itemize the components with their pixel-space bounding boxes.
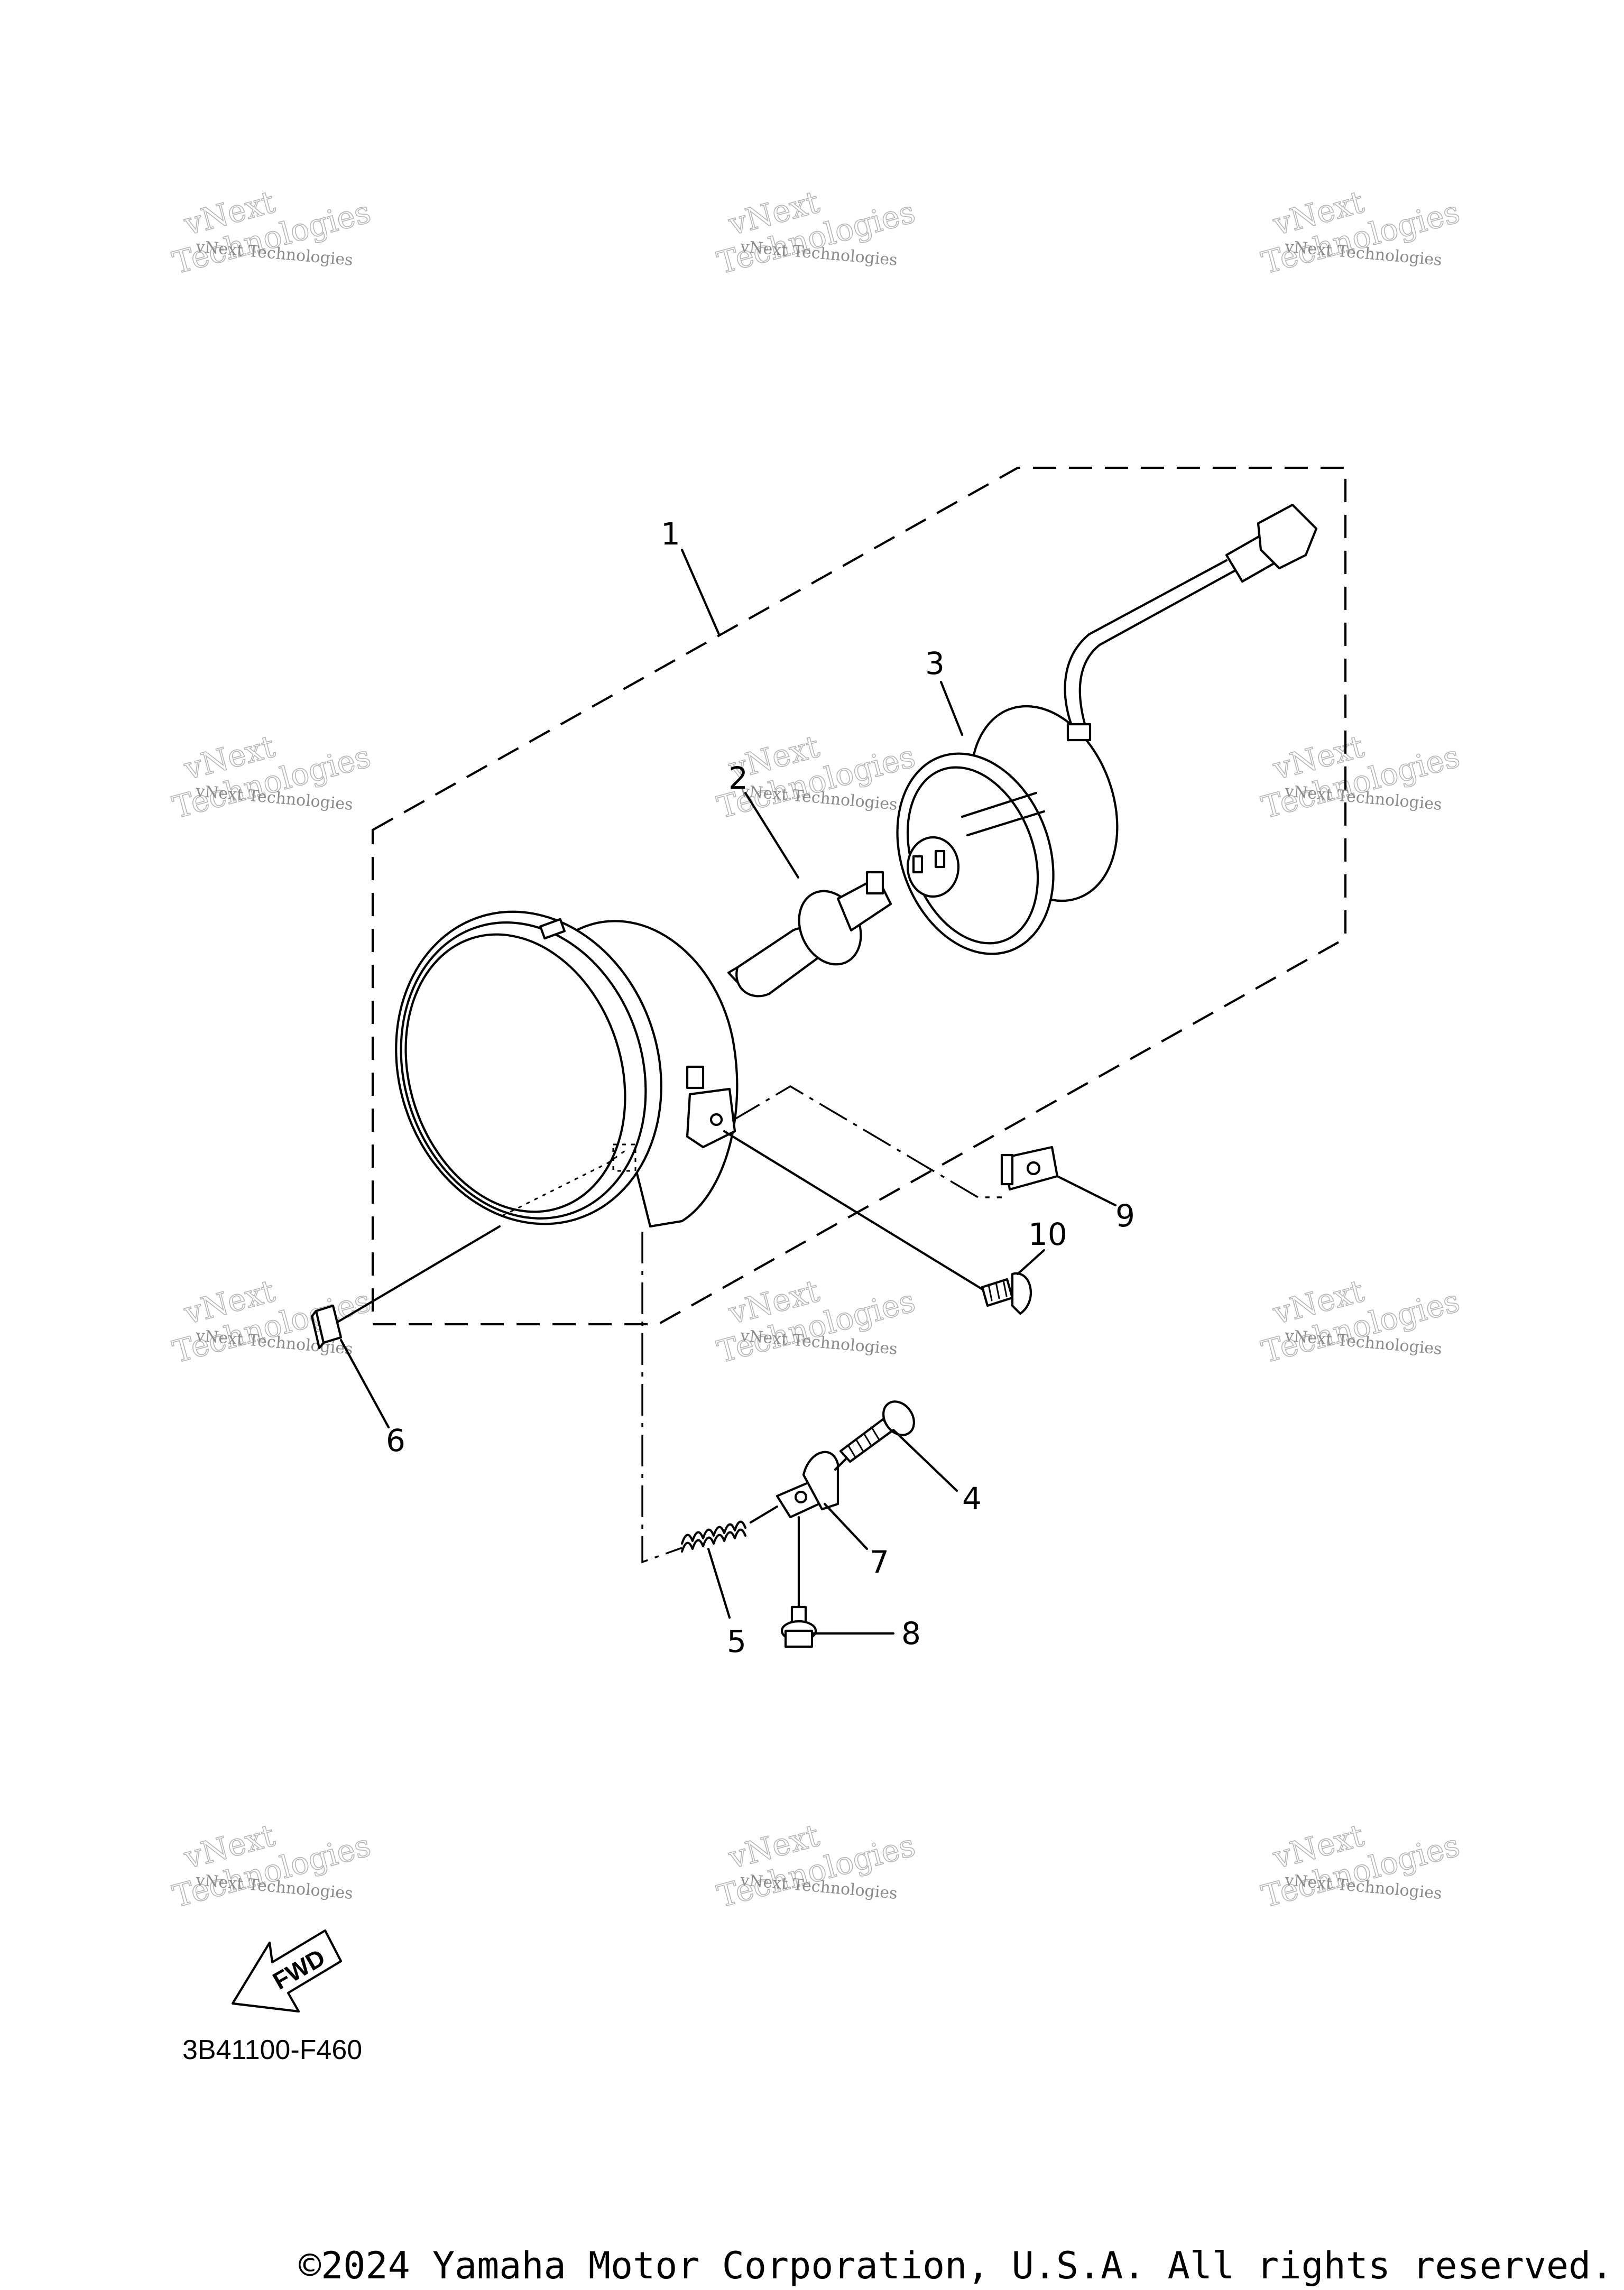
leader-10: [1016, 1249, 1046, 1276]
assembly-line-screw: [723, 1130, 985, 1291]
bolt-head: [784, 1629, 814, 1648]
screw-thread: [988, 1279, 1008, 1301]
nut-bracket: [776, 1451, 839, 1519]
nut-bracket-tab: [802, 1451, 839, 1511]
watermark: vNext Technologies vNext Technologies: [1258, 1817, 1464, 1915]
callout-1: 1: [661, 516, 680, 552]
hidden-line: [502, 1149, 627, 1217]
screw-head: [1011, 1272, 1032, 1315]
screw-thread: [847, 1427, 880, 1457]
assembly-boundary: [371, 466, 1347, 1326]
spring-coil: [680, 1520, 747, 1545]
assembly-line-nut: [337, 1225, 501, 1323]
adjuster-screw-head: [882, 1400, 915, 1436]
adjuster-screw-shaft: [839, 1418, 895, 1463]
callout-5: 5: [727, 1623, 746, 1659]
assembly-line-bracket: [834, 1457, 847, 1471]
leader-4: [892, 1428, 958, 1492]
watermark: vNext Technologies vNext Technologies: [713, 1817, 919, 1915]
assembly-line-adjuster: [641, 1232, 682, 1564]
assembly-line-spring: [749, 1505, 779, 1524]
callout-7: 7: [870, 1544, 889, 1580]
headlight-rim: [395, 910, 662, 1225]
bracket-hole: [709, 1113, 723, 1126]
harness-grommet: [1066, 723, 1092, 742]
leader-3: [939, 680, 964, 736]
callout-6: 6: [386, 1423, 405, 1458]
callout-3: 3: [925, 645, 945, 681]
square-nut: [310, 1304, 343, 1350]
watermark: vNext Technologies vNext Technologies: [1258, 1272, 1464, 1370]
clip-hole: [1026, 1161, 1041, 1176]
spring: [680, 1520, 747, 1553]
callout-2: 2: [728, 760, 748, 796]
hidden-adjuster: [612, 1143, 636, 1172]
watermark: vNext Technologies vNext Technologies: [169, 1272, 375, 1370]
adjuster-screw: [839, 1400, 915, 1463]
square-nut-side: [310, 1309, 325, 1350]
bolt: [780, 1605, 817, 1648]
bulb-terminal: [865, 871, 884, 895]
screw: [981, 1272, 1032, 1315]
callout-4: 4: [962, 1481, 982, 1517]
leader-5: [707, 1547, 731, 1619]
headlight-clip-tab: [686, 1065, 705, 1089]
assembly-line-clip: [732, 1085, 1002, 1198]
socket-pin: [934, 849, 946, 869]
spring-coil-lower: [680, 1528, 747, 1553]
bulb: [727, 871, 892, 998]
square-nut-body: [315, 1304, 343, 1344]
harness-wire: [1064, 559, 1228, 731]
socket-spoke: [966, 810, 1046, 837]
leader-6: [339, 1338, 390, 1429]
fwd-arrow-shape: [231, 1929, 343, 2013]
leader-1: [680, 548, 721, 636]
clip: [1000, 1146, 1059, 1191]
watermark: vNext Technologies vNext Technologies: [713, 1272, 919, 1370]
headlight-unit: [395, 910, 739, 1228]
headlight-rim-inner: [400, 921, 647, 1220]
headlight-top-tab: [539, 918, 566, 940]
bulb-tip: [727, 966, 739, 984]
fwd-arrow-icon: FWD: [231, 1929, 343, 2013]
leader-2: [744, 791, 800, 879]
watermark: vNext Technologies vNext Technologies: [169, 1817, 375, 1915]
watermark-grid: vNext Technologies vNext Technologies vN…: [169, 183, 1464, 1915]
watermark: vNext Technologies vNext Technologies: [169, 183, 375, 281]
nut-bracket-hole: [794, 1490, 808, 1504]
socket-pin: [912, 855, 924, 874]
leader-9: [1056, 1175, 1117, 1207]
socket-plug: [906, 836, 960, 898]
leader-7: [823, 1502, 869, 1550]
callout-8: 8: [901, 1615, 921, 1651]
watermark: vNext Technologies vNext Technologies: [1258, 728, 1464, 826]
socket-spoke: [961, 791, 1038, 818]
socket-cover: [896, 503, 1318, 955]
clip-lip: [1000, 1153, 1014, 1186]
harness-connector-head: [1257, 503, 1318, 570]
watermark: vNext Technologies vNext Technologies: [1258, 183, 1464, 281]
callout-9: 9: [1115, 1198, 1135, 1234]
diagram-code: 3B41100-F460: [182, 2035, 362, 2065]
headlight-lens: [404, 933, 626, 1213]
watermark: vNext Technologies vNext Technologies: [169, 728, 375, 826]
harness-wire: [1078, 569, 1236, 731]
copyright-notice: ©2024 Yamaha Motor Corporation, U.S.A. A…: [299, 2244, 1613, 2287]
callout-10: 10: [1028, 1216, 1067, 1252]
watermark: vNext Technologies vNext Technologies: [713, 183, 919, 281]
